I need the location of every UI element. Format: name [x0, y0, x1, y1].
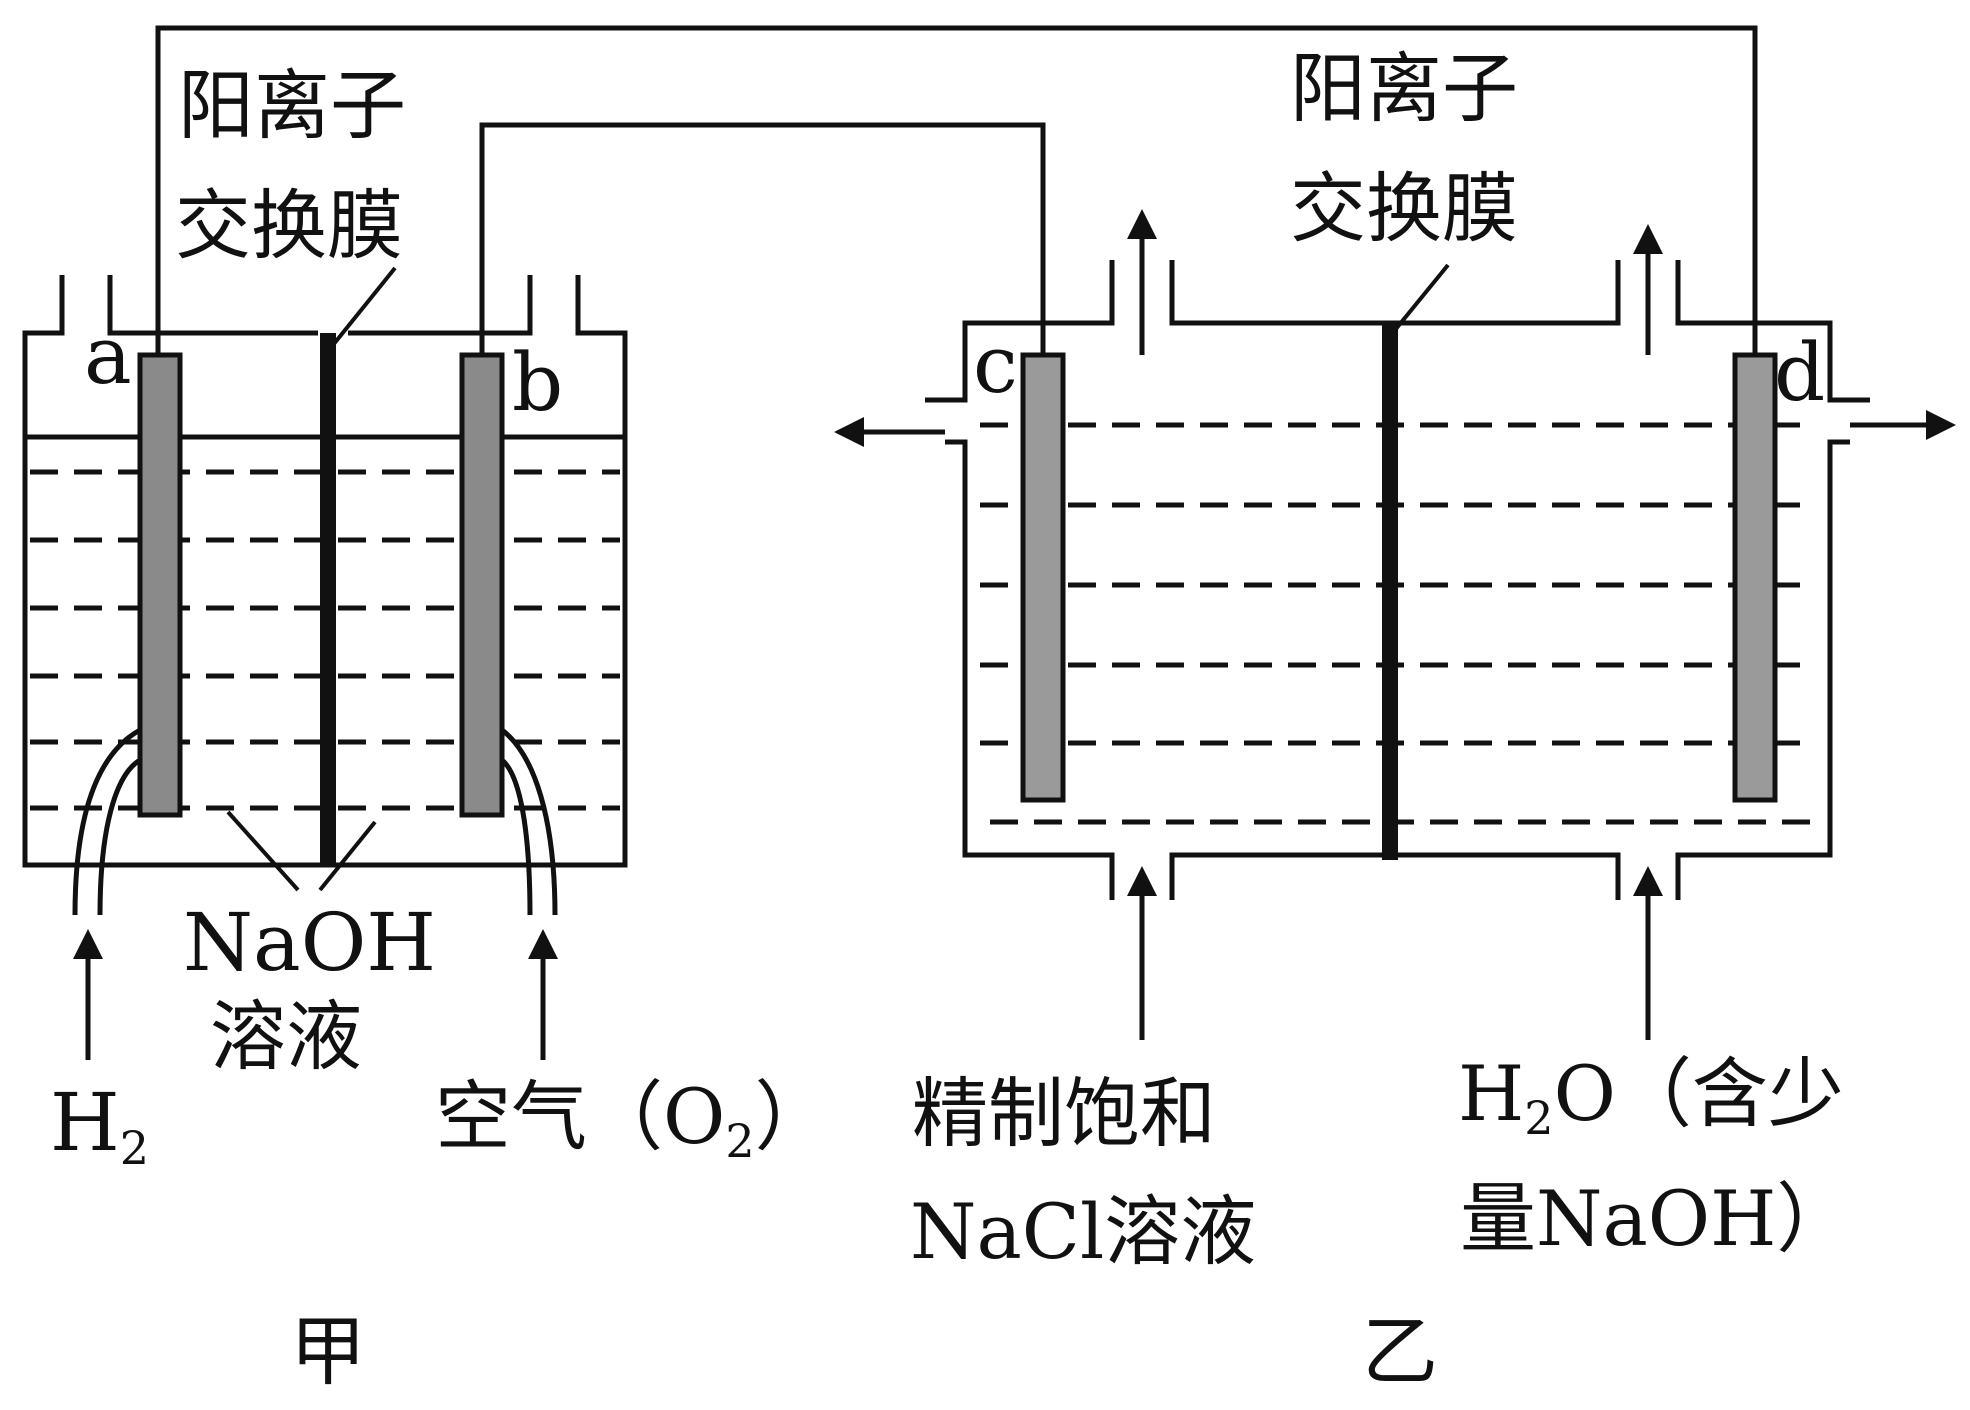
cell-yi	[834, 209, 1956, 1040]
membrane-label-yi-line2: 交换膜	[1290, 164, 1518, 253]
nacl-label-line2: NaCl溶液	[910, 1187, 1256, 1276]
membrane-label-yi-line1: 阳离子	[1290, 44, 1518, 133]
h2-label: H2	[50, 1076, 149, 1175]
air-tube-outer	[500, 728, 558, 916]
electrode-b	[459, 352, 505, 818]
external-circuit	[155, 25, 1758, 355]
tank-jia-lid-right	[348, 275, 533, 336]
air-label: 空气（O2）	[435, 1072, 831, 1168]
tank-yi-top-mid	[1169, 260, 1621, 326]
water-label-line1: H2O（含少	[1458, 1049, 1844, 1145]
air-tube-inner	[500, 758, 533, 916]
label-electrode-c: c	[973, 318, 1018, 411]
membrane-label-jia-line2: 交换膜	[175, 181, 403, 270]
membrane-pointer-jia	[331, 266, 397, 347]
label-electrode-b: b	[512, 336, 563, 429]
cell-label-yi: 乙	[1362, 1307, 1438, 1396]
electrolyte-label-line1: NaOH	[183, 896, 436, 989]
wire-a-to-d	[155, 25, 1758, 355]
membrane-pointer-yi	[1393, 263, 1450, 332]
electrode-d	[1732, 352, 1778, 803]
nacl-label-line1: 精制饱和	[912, 1069, 1216, 1158]
tank-jia-lid-left	[107, 275, 318, 336]
electrolyte-label-line2: 溶液	[210, 992, 362, 1081]
tank-yi-top-left	[925, 260, 1115, 403]
naoh-pointer-1	[226, 810, 300, 892]
label-electrode-d: d	[1774, 326, 1825, 419]
tank-yi-bottom-mid	[1169, 852, 1621, 900]
membrane-label-jia-line1: 阳离子	[178, 61, 406, 150]
h2-tube-outer	[72, 727, 142, 916]
electrode-a	[137, 352, 183, 818]
tank-yi-top-right	[1675, 260, 1870, 403]
h2-tube-inner	[97, 757, 142, 916]
cell-jia	[22, 266, 628, 1060]
naoh-pointer-2	[318, 820, 377, 892]
water-label-line2: 量NaOH）	[1460, 1174, 1852, 1263]
tank-yi-left-bottom	[945, 439, 1115, 900]
wire-b-to-c	[479, 122, 1046, 355]
label-electrode-a: a	[84, 309, 132, 402]
cell-label-jia: 甲	[290, 1307, 366, 1396]
electrode-c	[1020, 352, 1066, 803]
tank-yi-right-bottom	[1675, 439, 1850, 900]
